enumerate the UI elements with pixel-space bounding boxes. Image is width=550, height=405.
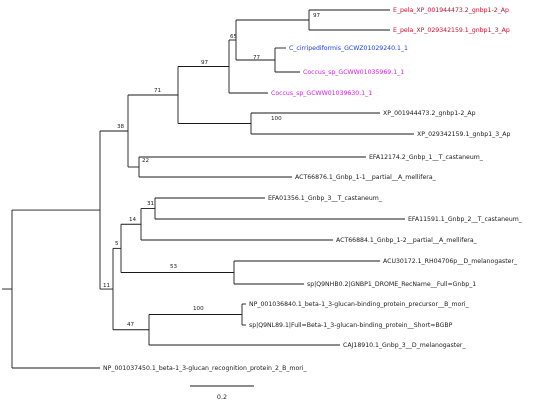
support-value: 47 <box>127 322 135 328</box>
support-value: 65 <box>230 34 238 40</box>
support-values: 97 65 77 97 71 100 38 22 31 14 5 53 11 100 47 <box>103 13 321 328</box>
scale-bar: 0.2 <box>190 385 254 401</box>
leaf-label: EFA12174.2_Gnbp_1__T_castaneum_ <box>369 154 484 161</box>
leaf-label: ACT66884.1_Gnbp_1-2__partial__A_mellifer… <box>336 237 478 244</box>
leaf-label: EFA01356.1_Gnbp_3__T_castaneum_ <box>268 195 383 202</box>
support-value: 100 <box>193 306 204 312</box>
support-value: 22 <box>142 158 149 164</box>
leaf-label: ACT66876.1_Gnbp_1-1__partial__A_mellifer… <box>295 174 437 181</box>
support-value: 100 <box>271 116 282 122</box>
leaf-label: Coccus_sp_GCWW01035969.1_1 <box>303 69 404 76</box>
leaf-label: E_pela_XP_001944473.2_gnbp1-2_Ap <box>393 7 509 14</box>
support-value: 77 <box>253 55 261 61</box>
support-value: 97 <box>201 60 209 66</box>
tree-branches <box>2 9 414 369</box>
leaf-label: EFA11591.1_Gnbp_2__T_castaneum_ <box>408 216 523 223</box>
leaf-label: sp|Q9NL89.1|Full=Beta-1_3-glucan-binding… <box>249 322 453 329</box>
leaf-label: C_cirripediformis_GCWZ01029240.1_1 <box>289 45 408 52</box>
leaf-label: Coccus_sp_GCWW01039630.1_1 <box>271 90 372 97</box>
leaf-label: ACU30172.1_RH04706p__D_melanogaster_ <box>383 258 518 265</box>
leaf-label: CAJ18910.1_Gnbp_3__D_melanogaster_ <box>343 342 466 349</box>
support-value: 5 <box>115 241 119 247</box>
support-value: 53 <box>170 264 178 270</box>
support-value: 38 <box>117 124 125 130</box>
support-value: 31 <box>147 201 155 207</box>
support-value: 97 <box>313 13 321 19</box>
leaf-label: NP_001036840.1_beta-1_3-glucan-binding_p… <box>249 301 470 308</box>
leaf-labels: E_pela_XP_001944473.2_gnbp1-2_ApE_pela_X… <box>103 7 523 372</box>
leaf-label: NP_001037450.1_beta-1_3-glucan_recogniti… <box>103 365 307 372</box>
leaf-label: XP_029342159.1_gnbp1_3_Ap <box>417 131 510 138</box>
support-value: 11 <box>103 283 111 289</box>
leaf-label: sp|Q9NHB0.2|GNBP1_DROME_RecName__Full=Gn… <box>307 281 476 288</box>
leaf-label: E_pela_XP_029342159.1_gnbp1_3_Ap <box>393 27 510 34</box>
support-value: 14 <box>129 217 137 223</box>
scale-bar-label: 0.2 <box>217 393 227 401</box>
support-value: 71 <box>154 88 162 94</box>
leaf-label: XP_001944473.2_gnbp1-2_Ap <box>383 110 476 117</box>
